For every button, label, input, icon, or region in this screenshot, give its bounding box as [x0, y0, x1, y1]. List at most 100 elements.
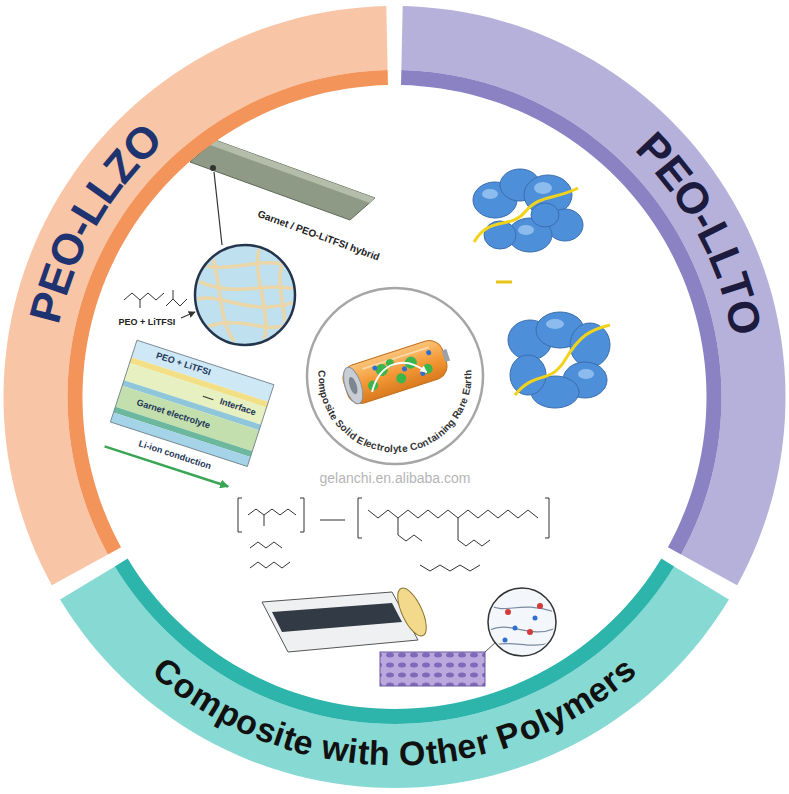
art-g: [505, 603, 543, 635]
art-line: [173, 290, 174, 299]
art-g: [503, 616, 538, 643]
art-ellipse: [578, 369, 594, 379]
center-circle: Composite Solid Electrolyte Containing R…: [304, 285, 486, 467]
art-circle: [401, 366, 407, 372]
art-circle: [195, 245, 295, 345]
art-path: [474, 188, 578, 242]
art-rect: [380, 652, 485, 686]
art-line: [203, 396, 213, 399]
art-polyline: [250, 562, 290, 568]
glyph: t: [462, 376, 474, 380]
art-ellipse: [484, 221, 516, 249]
circle-outline: [304, 285, 486, 467]
art-polyline: [166, 299, 187, 306]
layer-label: Interface: [219, 397, 259, 419]
art-ellipse: [482, 189, 498, 199]
art-rect: [110, 340, 274, 466]
ring-segment: Composite with Other Polymers: [59, 557, 730, 789]
art-path: [366, 355, 427, 392]
segment-band: [60, 566, 729, 788]
art-g: [490, 603, 556, 645]
art-g: [490, 605, 556, 645]
art-polyline: [458, 540, 490, 546]
glyph: l: [390, 443, 393, 455]
segment-group: [3, 6, 387, 585]
art-path: [495, 642, 552, 645]
layer-label: PEO + LiTFSI: [155, 351, 213, 379]
component-label: PEO + LiTFSI: [119, 317, 177, 328]
art-circle: [533, 616, 538, 621]
art-circle: [488, 588, 556, 656]
art-circle: [527, 629, 533, 635]
art-polyline: [420, 565, 480, 571]
art-ellipse: [340, 365, 367, 406]
art-circle: [210, 165, 216, 171]
label-holder: Interface: [219, 397, 259, 419]
circle-border: [307, 288, 483, 464]
art-line: [140, 300, 141, 308]
polymer-figure: [238, 498, 556, 686]
art-line: [264, 515, 265, 526]
art-circle: [505, 609, 511, 615]
label-holder: Garnet / PEO-LiTFSI hybrid: [255, 208, 381, 264]
art-circle: [488, 588, 556, 656]
art-ellipse: [531, 203, 559, 227]
ring-segment: PEO-LLTO: [400, 5, 787, 587]
glyph: y: [393, 443, 399, 455]
glyph: r: [462, 379, 474, 384]
label-holder: PEO + LiTFSI: [155, 351, 213, 379]
art-ellipse: [546, 319, 564, 329]
art-polygon: [210, 140, 375, 203]
segment-group: [401, 6, 785, 585]
art-rect: [339, 337, 450, 407]
art-path: [515, 325, 610, 395]
art-polyline: [248, 509, 296, 515]
figure-caption: Garnet / PEO-LiTFSI hybrid: [255, 208, 381, 264]
art-line: [496, 281, 512, 284]
art-ellipse: [518, 225, 534, 235]
art-ellipse: [534, 182, 552, 194]
art-line: [362, 347, 429, 369]
art-polygon: [272, 603, 402, 632]
art-g: [124, 290, 187, 308]
art-g: [339, 336, 454, 407]
art-line: [320, 520, 345, 521]
art-polyline: [250, 542, 282, 548]
ring-segment: PEO-LLZO: [2, 5, 389, 587]
art-polyline: [398, 535, 422, 541]
art-g: [508, 312, 610, 408]
llto-figure: [473, 169, 610, 408]
label-holder: Garnet electrolyte: [135, 397, 213, 431]
art-ellipse: [392, 584, 432, 640]
art-g: [473, 169, 583, 252]
art-circle: [503, 638, 508, 643]
segment-title: Composite with Other Polymers: [146, 650, 643, 774]
art-circle: [372, 365, 378, 371]
art-circle: [195, 245, 295, 345]
watermark: gelanchi.en.alibaba.com: [320, 470, 472, 487]
segment-band: [401, 6, 785, 585]
glyph: h: [368, 734, 390, 774]
art-path: [195, 280, 300, 290]
art-g: [362, 347, 434, 393]
art-path: [238, 498, 304, 532]
laminate-figure: [103, 340, 274, 490]
segment-title: PEO-LLTO: [626, 123, 772, 340]
art-polygon: [262, 592, 418, 652]
art-circle: [537, 603, 543, 609]
circle-title: Composite Solid Electrolyte Containing R…: [316, 370, 474, 455]
glyph: [390, 734, 399, 773]
segment-group: [60, 559, 729, 788]
label-holder: PEO + LiTFSI: [119, 317, 177, 328]
art-ellipse: [510, 355, 546, 395]
art-circle: [426, 349, 432, 355]
segment-title: PEO-LLZO: [20, 114, 172, 328]
art-path: [490, 627, 556, 632]
layer-label: Garnet electrolyte: [135, 397, 213, 431]
art-circle: [513, 626, 518, 631]
label-holder: gelanchi.en.alibaba.com: [320, 470, 472, 487]
art-path: [258, 245, 266, 350]
